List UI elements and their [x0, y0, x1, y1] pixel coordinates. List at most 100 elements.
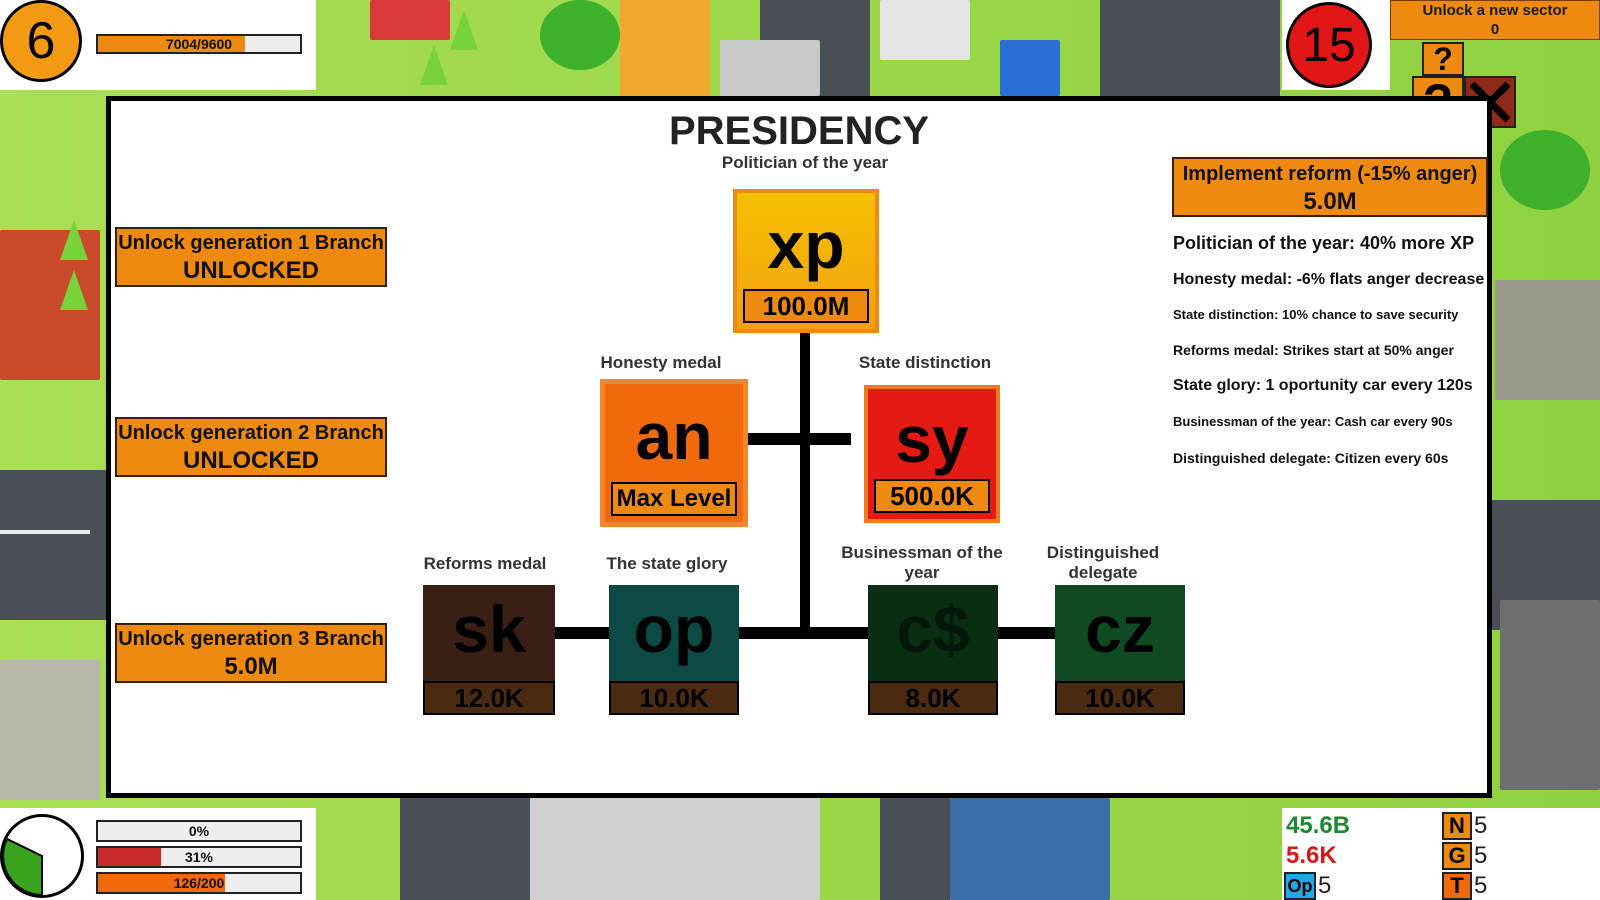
reform-label: Implement reform (-15% anger) [1182, 163, 1478, 185]
node-price: 10.0K [609, 681, 739, 715]
building [1000, 40, 1060, 96]
generation-3-label: Unlock generation 3 Branch [118, 628, 384, 650]
tree-connector [731, 433, 851, 445]
status-bar-fill [98, 848, 161, 866]
description-line: Businessman of the year: Cash car every … [1173, 414, 1453, 429]
building [880, 0, 970, 60]
tree [60, 220, 88, 260]
node-price: Max Level [611, 482, 737, 516]
tree [540, 0, 620, 70]
upgrade-node-an[interactable]: an Max Level [600, 379, 748, 527]
node-price: 12.0K [423, 681, 555, 715]
node-price: 10.0K [1055, 681, 1185, 715]
tree [420, 45, 448, 85]
node-price: 100.0M [743, 289, 869, 323]
upgrade-node-cs[interactable]: c$ 8.0K [868, 585, 998, 715]
resources-panel [1282, 808, 1600, 900]
helipad [720, 40, 820, 96]
description-line: Reforms medal: Strikes start at 50% ange… [1173, 342, 1454, 358]
op-tag-value: 5 [1318, 872, 1332, 899]
cost-value: 5.6K [1286, 842, 1337, 869]
generation-1-label: Unlock generation 1 Branch [118, 232, 384, 254]
unlock-sector-value: 0 [1490, 21, 1500, 38]
building [530, 798, 820, 900]
building [1495, 280, 1600, 400]
status-bar-2: 31% [96, 846, 302, 868]
node-code: sk [452, 592, 526, 666]
generation-2-label: Unlock generation 2 Branch [118, 422, 384, 444]
road [880, 798, 950, 900]
red-counter-badge: 15 [1286, 2, 1372, 88]
tag-n: N [1442, 812, 1472, 840]
xp-bar-text: 7004/9600 [165, 36, 233, 52]
status-bar-fill [98, 874, 226, 892]
generation-3-value: 5.0M [224, 653, 278, 680]
tree [1500, 130, 1590, 210]
presidency-panel: PRESIDENCY Unlock generation 1 Branch UN… [106, 96, 1492, 798]
tag-t-value: 5 [1474, 872, 1488, 899]
tag-g: G [1442, 842, 1472, 870]
description-line: State glory: 1 oportunity car every 120s [1173, 377, 1473, 394]
upgrade-node-sy[interactable]: sy 500.0K [864, 385, 1000, 523]
node-code: cz [1085, 592, 1155, 666]
road [1100, 0, 1280, 96]
implement-reform-button[interactable]: Implement reform (-15% anger) 5.0M [1172, 157, 1488, 217]
unlock-sector-label: Unlock a new sector [1422, 2, 1568, 19]
road-marking [0, 530, 90, 534]
node-label-the-state-glory: The state glory [606, 554, 728, 573]
upgrade-node-cz[interactable]: cz 10.0K [1055, 585, 1185, 715]
node-code: c$ [896, 592, 970, 666]
tag-t: T [1442, 872, 1472, 900]
building [620, 0, 710, 96]
building [950, 798, 1110, 900]
upgrade-node-sk[interactable]: sk 12.0K [423, 585, 555, 715]
tag-n-value: 5 [1474, 812, 1488, 839]
unlock-generation-1-button[interactable]: Unlock generation 1 Branch UNLOCKED [115, 227, 387, 287]
unlock-generation-2-button[interactable]: Unlock generation 2 Branch UNLOCKED [115, 417, 387, 477]
road [400, 798, 530, 900]
status-bar-1: 0% [96, 820, 302, 842]
node-label-honesty-medal: Honesty medal [600, 353, 722, 372]
panel-title: PRESIDENCY [668, 109, 930, 153]
status-bar-3: 126/200 [96, 872, 302, 894]
node-code: op [633, 592, 715, 666]
tag-g-value: 5 [1474, 842, 1488, 869]
node-price: 500.0K [874, 479, 990, 513]
building [1500, 600, 1600, 790]
description-line: Honesty medal: -6% flats anger decrease [1173, 271, 1485, 288]
unlock-generation-3-button[interactable]: Unlock generation 3 Branch 5.0M [115, 623, 387, 683]
generation-2-value: UNLOCKED [183, 447, 319, 474]
node-code: xp [767, 208, 845, 282]
reform-price: 5.0M [1303, 188, 1357, 215]
description-line: State distinction: 10% chance to save se… [1173, 307, 1459, 322]
xp-bar-fill [98, 36, 246, 52]
tree [450, 10, 478, 50]
tree [60, 270, 88, 310]
status-bar-text: 31% [184, 849, 214, 865]
building [370, 0, 450, 40]
status-bar-text: 126/200 [173, 875, 225, 891]
money-value: 45.6B [1286, 812, 1351, 839]
level-badge: 6 [0, 0, 82, 82]
status-bar-text: 0% [188, 823, 210, 839]
description-line: Distinguished delegate: Citizen every 60… [1173, 450, 1449, 466]
generation-1-value: UNLOCKED [183, 257, 319, 284]
xp-bar: 7004/9600 [96, 34, 302, 54]
tree-connector [800, 323, 810, 629]
node-code: an [635, 399, 713, 473]
op-tag: Op [1284, 872, 1316, 900]
description-line: Politician of the year: 40% more XP [1173, 233, 1475, 253]
node-label-businessman-of-the-year: Businessman of the year [841, 543, 1003, 582]
help-icon[interactable]: ? [1422, 41, 1464, 77]
node-label-state-distinction: State distinction [858, 353, 992, 372]
pie-glyph [3, 837, 43, 895]
road [0, 470, 110, 620]
upgrade-node-op[interactable]: op 10.0K [609, 585, 739, 715]
upgrade-node-xp[interactable]: xp 100.0M [733, 189, 879, 333]
unlock-sector-button[interactable]: Unlock a new sector 0 [1390, 0, 1600, 40]
node-price: 8.0K [868, 681, 998, 715]
node-label-politician-of-the-year: Politician of the year [721, 153, 889, 172]
node-label-distinguished-delegate: Distinguished delegate [1046, 543, 1160, 582]
node-label-reforms-medal: Reforms medal [423, 554, 547, 573]
building [0, 660, 100, 800]
